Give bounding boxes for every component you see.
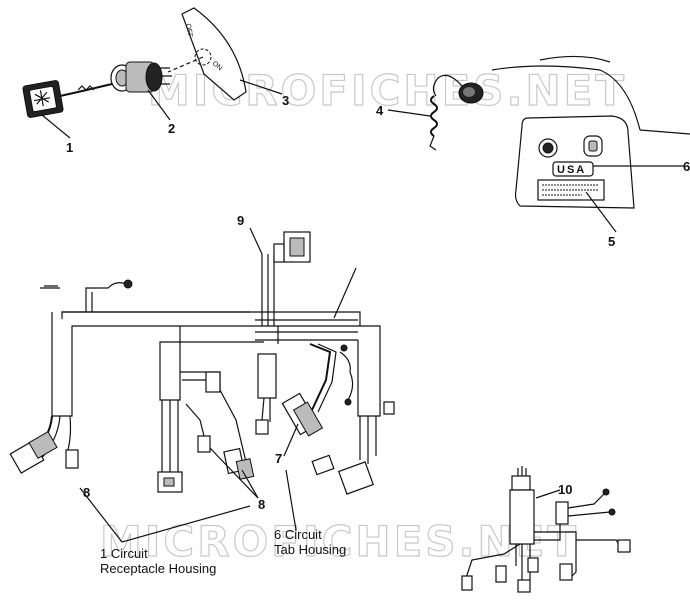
callout-5: 5: [608, 234, 615, 249]
callout-6: 6: [683, 159, 690, 174]
callout-3: 3: [282, 93, 289, 108]
callout-10: 10: [558, 482, 572, 497]
main-wiring-harness: [9, 231, 395, 495]
callout-9: 9: [237, 213, 244, 228]
small-wiring-harness: [461, 466, 631, 593]
off-on-switch-plate: OFF ON: [167, 7, 247, 101]
receptacle-caption-line2: Receptacle Housing: [100, 561, 216, 576]
plate-off-label: OFF: [184, 23, 193, 38]
callout-leaders: [41, 79, 684, 543]
callout-7: 7: [275, 451, 282, 466]
ignition-switch-part: [110, 61, 172, 93]
dash-console: USA: [491, 55, 690, 209]
receptacle-caption-line1: 1 Circuit: [100, 546, 148, 561]
tab-housing-caption-line2: Tab Housing: [274, 542, 346, 557]
watermark-bottom: MICROFICHES.NET: [100, 517, 579, 566]
tether-cord-part: [429, 74, 484, 151]
tab-housing-caption-line1: 6 Circuit: [274, 527, 322, 542]
callout-8-right: 8: [258, 497, 265, 512]
callout-8-left: 8: [83, 485, 90, 500]
callout-2: 2: [168, 121, 175, 136]
callout-4: 4: [376, 103, 384, 118]
callout-1: 1: [66, 140, 73, 155]
usa-decal-label: USA: [557, 164, 586, 176]
key-part: [22, 80, 113, 118]
